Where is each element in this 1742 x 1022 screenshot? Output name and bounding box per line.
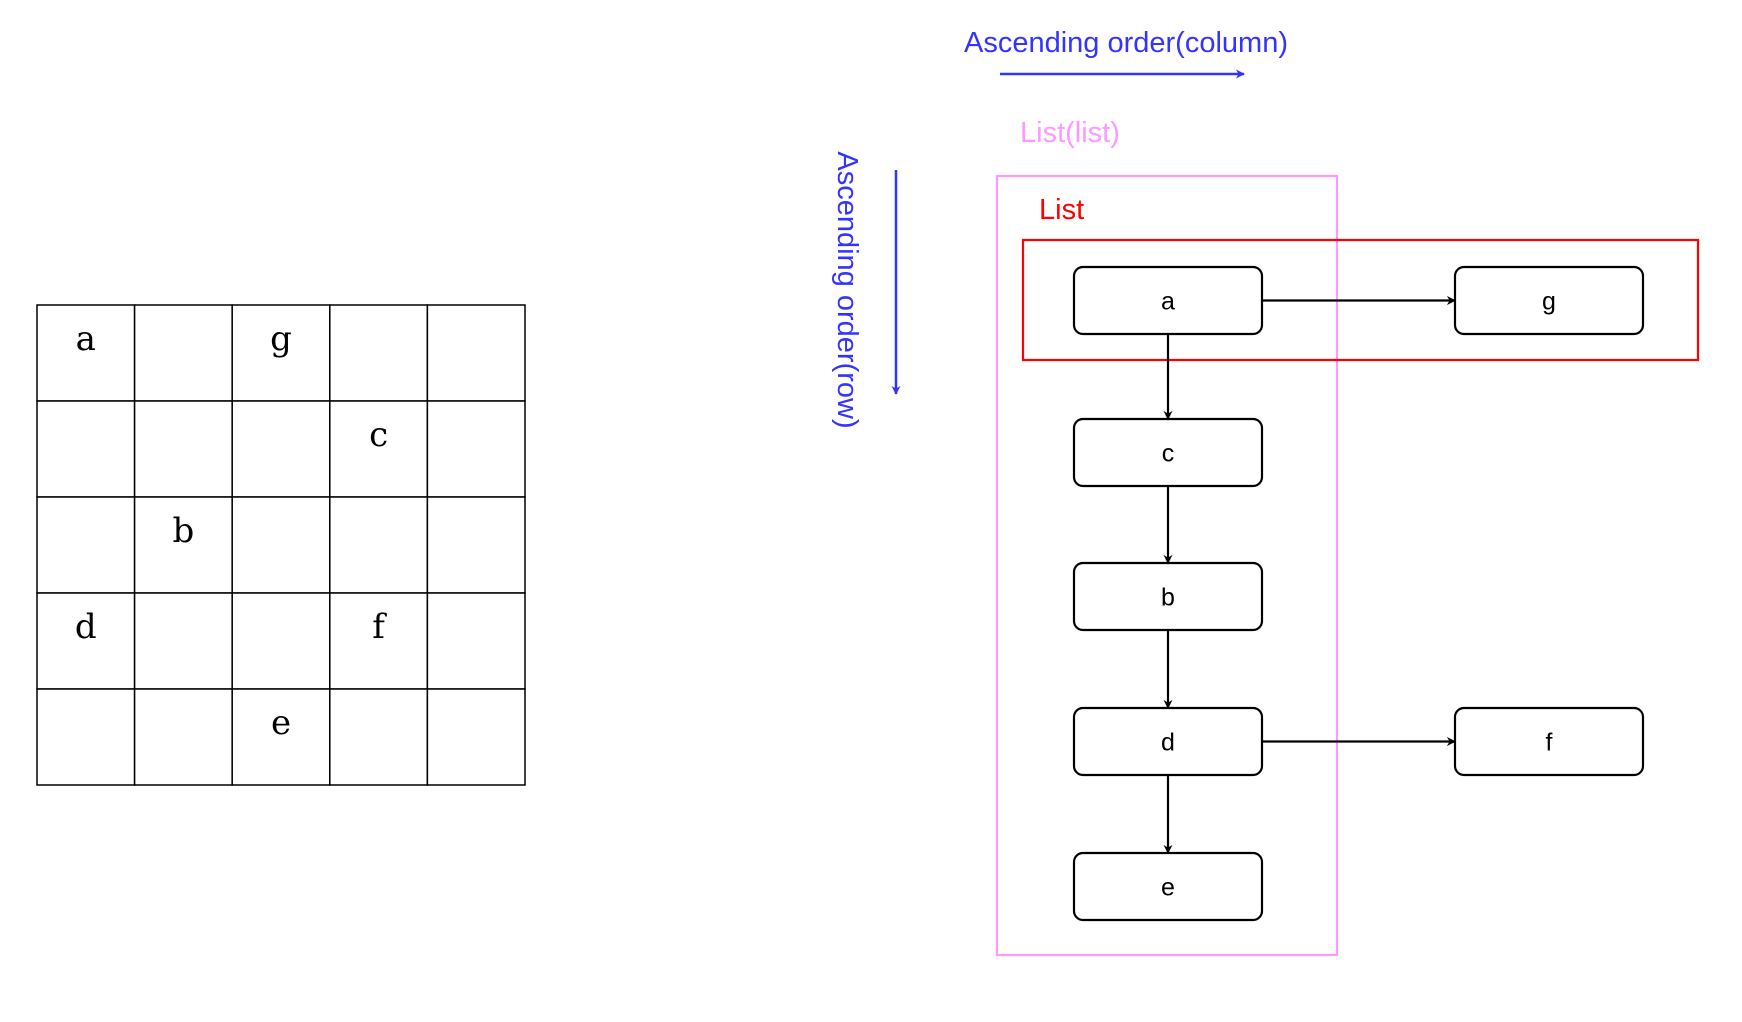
node-d: d — [1072, 706, 1264, 777]
grid-cell-r2-c1 — [133, 496, 233, 594]
grid-letter-g: g — [270, 319, 292, 359]
node-e: e — [1072, 851, 1264, 922]
grid-cell-r1-c3 — [329, 400, 429, 498]
grid-cell-r0-c4 — [426, 304, 526, 402]
grid-letter-e: e — [271, 703, 291, 743]
inner-list-group: List — [1021, 194, 1700, 362]
inner-list-frame — [1021, 238, 1700, 362]
grid-cell-r1-c1 — [133, 400, 233, 498]
node-box-d — [1072, 706, 1264, 777]
sparse-matrix-grid: a g c b d f e — [36, 304, 526, 786]
list-edges — [1163, 296, 1456, 854]
node-box-a — [1072, 265, 1264, 336]
grid-cell-r1-c2 — [231, 400, 331, 498]
column-order-label: Ascending order(column) — [964, 27, 1288, 59]
column-order-indicator: Ascending order(column) — [964, 27, 1288, 79]
node-label-g: g — [1542, 288, 1556, 316]
grid-letter-f: f — [372, 607, 387, 647]
outer-list-group: List(list) — [995, 117, 1339, 957]
node-g: g — [1453, 265, 1645, 336]
grid-cell-r4-c1 — [133, 688, 233, 786]
grid-cell-r3-c2 — [231, 592, 331, 690]
grid-cell-r4-c0 — [36, 688, 136, 786]
node-box-e — [1072, 851, 1264, 922]
node-box-f — [1453, 706, 1645, 777]
grid-letter-d: d — [75, 607, 97, 647]
node-label-f: f — [1546, 729, 1553, 757]
node-c: c — [1072, 417, 1264, 488]
list-nodes: a c b d e g f — [1072, 265, 1645, 922]
node-box-b — [1072, 561, 1264, 632]
outer-list-frame — [995, 174, 1339, 957]
node-label-b: b — [1161, 584, 1175, 612]
inner-list-label: List — [1039, 194, 1084, 226]
grid-cell-r3-c1 — [133, 592, 233, 690]
node-b: b — [1072, 561, 1264, 632]
row-order-label: Ascending order(row) — [831, 151, 863, 428]
node-label-a: a — [1161, 288, 1175, 316]
node-box-c — [1072, 417, 1264, 488]
grid-cell-r3-c3 — [329, 592, 429, 690]
grid-cell-r2-c2 — [231, 496, 331, 594]
node-box-g — [1453, 265, 1645, 336]
grid-letter-b: b — [173, 511, 195, 551]
grid-cell-r2-c4 — [426, 496, 526, 594]
node-label-e: e — [1161, 874, 1175, 902]
grid-cell-r0-c2 — [231, 304, 331, 402]
grid-letter-a: a — [76, 319, 96, 359]
node-a: a — [1072, 265, 1264, 336]
grid-cell-r0-c0 — [36, 304, 136, 402]
grid-cell-r0-c3 — [329, 304, 429, 402]
grid-cell-r4-c4 — [426, 688, 526, 786]
grid-cell-r4-c3 — [329, 688, 429, 786]
grid-letter-c: c — [369, 415, 388, 455]
grid-cell-r1-c4 — [426, 400, 526, 498]
node-label-c: c — [1162, 440, 1175, 468]
node-label-d: d — [1161, 729, 1175, 757]
node-f: f — [1453, 706, 1645, 777]
grid-cell-r4-c2 — [231, 688, 331, 786]
grid-cell-r2-c0 — [36, 496, 136, 594]
grid-cell-r1-c0 — [36, 400, 136, 498]
grid-cell-r2-c3 — [329, 496, 429, 594]
grid-cell-r3-c4 — [426, 592, 526, 690]
grid-cell-r0-c1 — [133, 304, 233, 402]
row-order-indicator: Ascending order(row) — [831, 151, 901, 429]
outer-list-label: List(list) — [1020, 117, 1120, 149]
